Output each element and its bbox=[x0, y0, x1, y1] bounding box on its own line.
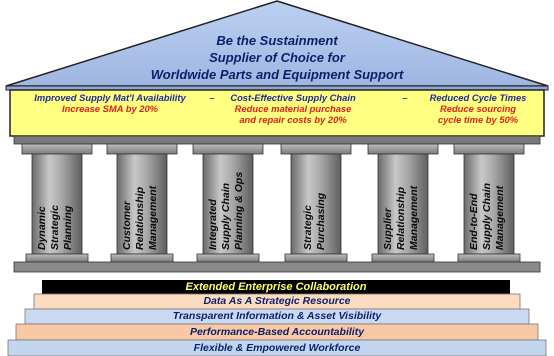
goal-2-heading: Cost-Effective Supply Chain bbox=[230, 92, 356, 103]
pillar-3-line-3: Planning & Ops bbox=[233, 171, 245, 250]
step-3-label: Performance-Based Accountability bbox=[189, 326, 365, 338]
pillar-4-line-1: Strategic bbox=[302, 205, 314, 250]
roof-title-line-2: Supplier of Choice for bbox=[209, 50, 345, 65]
pillar-4-line-2: Purchasing bbox=[315, 192, 327, 250]
goal-1-heading: Improved Supply Mat'l Availability bbox=[34, 92, 186, 103]
goals-band bbox=[9, 89, 545, 137]
goal-1: Improved Supply Mat'l Availability Incre… bbox=[14, 92, 206, 134]
step-1-label: Data As A Strategic Resource bbox=[203, 295, 351, 307]
plinth bbox=[13, 261, 541, 273]
step-4 bbox=[7, 339, 547, 356]
step-4-label: Flexible & Empowered Workforce bbox=[193, 342, 361, 354]
goal-2-target-line-2: and repair costs by 20% bbox=[239, 114, 347, 125]
columns bbox=[21, 143, 525, 263]
pillar-1-line-3: Planning bbox=[62, 205, 74, 250]
goal-2: Cost-Effective Supply Chain Reduce mater… bbox=[218, 92, 368, 134]
collaboration-bar bbox=[42, 280, 510, 294]
roof-title-line-3: Worldwide Parts and Equipment Support bbox=[150, 67, 404, 82]
architrave bbox=[13, 135, 541, 145]
pillar-6-line-2: Supply Chain bbox=[481, 182, 493, 250]
goal-3-heading: Reduced Cycle Times bbox=[429, 92, 527, 103]
pillar-2-line-3: Management bbox=[147, 185, 159, 250]
goal-separator-1: – bbox=[209, 92, 215, 103]
pillar-1-line-1: Dynamic bbox=[36, 206, 48, 250]
step-2-label: Transparent Information & Asset Visibili… bbox=[172, 310, 382, 322]
column-5 bbox=[367, 143, 439, 263]
goal-1-target: Increase SMA by 20% bbox=[61, 103, 159, 114]
column-4 bbox=[280, 143, 352, 263]
column-3 bbox=[192, 143, 264, 263]
goal-3-target-line-1: Reduce sourcing bbox=[439, 103, 517, 114]
pillar-2-line-2: Relationship bbox=[134, 186, 146, 250]
goal-3: Reduced Cycle Times Reduce sourcing cycl… bbox=[414, 92, 542, 134]
goal-2-target-line-1: Reduce material purchase bbox=[234, 103, 352, 114]
pillar-2-line-1: Customer bbox=[121, 200, 133, 250]
pillar-6-line-3: Management bbox=[494, 185, 506, 250]
column-1 bbox=[21, 143, 93, 263]
pillar-6-line-1: End-to-End bbox=[468, 193, 480, 250]
pillar-5-line-3: Management bbox=[408, 185, 420, 250]
pillar-5-line-1: Supplier bbox=[382, 207, 394, 250]
pillar-3-line-2: Supply Chain bbox=[220, 182, 232, 250]
goal-3-target-line-2: cycle time by 50% bbox=[437, 114, 519, 125]
pillar-5-line-2: Relationship bbox=[395, 186, 407, 250]
roof-title-line-1: Be the Sustainment bbox=[216, 33, 338, 48]
goal-separator-2: – bbox=[402, 92, 408, 103]
pillar-3-line-1: Integrated bbox=[207, 199, 219, 250]
column-2 bbox=[106, 143, 178, 263]
column-6 bbox=[453, 143, 525, 263]
pillar-1-line-2: Strategic bbox=[49, 205, 61, 250]
collaboration-label: Extended Enterprise Collaboration bbox=[185, 281, 367, 293]
